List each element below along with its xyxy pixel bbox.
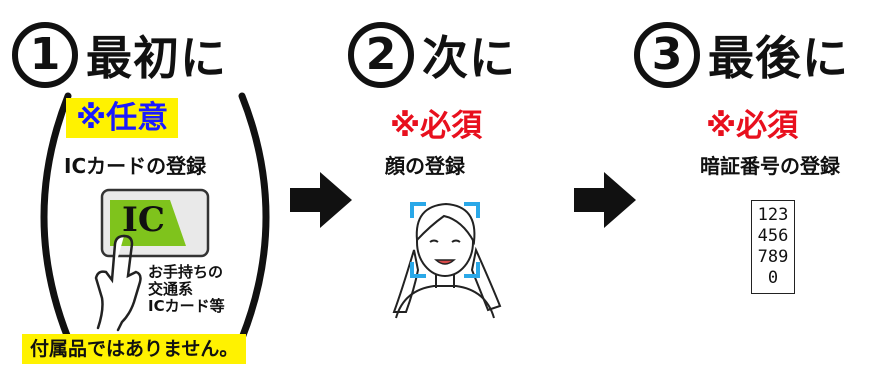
step-3-title: 最後に — [708, 31, 849, 85]
step-2-required-badge: ※必須 — [390, 108, 483, 144]
arrow-right-icon — [290, 172, 352, 228]
step-1-title: 最初に — [86, 31, 227, 85]
left-parenthesis — [40, 92, 72, 342]
hand-icon — [94, 234, 142, 332]
pin-row: 789 — [757, 247, 789, 267]
right-parenthesis — [238, 92, 270, 342]
pin-row: 456 — [757, 226, 789, 246]
step-1-number: 1 — [12, 22, 78, 88]
pin-pad: 123 456 789 0 — [751, 200, 795, 294]
ic-card-label: IC — [122, 200, 165, 240]
face-icon — [392, 202, 502, 319]
step-2-header: 2 次に — [348, 18, 516, 92]
pin-row: 0 — [767, 268, 779, 288]
step-1-header: 1 最初に — [12, 18, 227, 92]
step-1-caption: ICカードの登録 — [64, 154, 207, 178]
arrow-right-icon — [574, 172, 636, 228]
not-included-note: 付属品ではありません。 — [22, 334, 247, 364]
step-2-caption: 顔の登録 — [385, 154, 465, 178]
step-3-caption: 暗証番号の登録 — [700, 154, 840, 178]
step-3-number: 3 — [634, 22, 700, 88]
step-3-required-badge: ※必須 — [706, 108, 799, 144]
pin-row: 123 — [757, 205, 789, 225]
ic-card-icon — [100, 188, 210, 258]
ic-card-note: お手持ちの 交通系 ICカード等 — [148, 264, 225, 315]
step-2-title: 次に — [422, 31, 516, 85]
step-2-number: 2 — [348, 22, 414, 88]
ic-card-note-line-1: お手持ちの — [148, 263, 224, 281]
optional-badge: ※任意 — [66, 98, 179, 138]
ic-card-note-line-2: 交通系 — [148, 280, 194, 298]
step-3-header: 3 最後に — [634, 18, 849, 92]
ic-card-note-line-3: ICカード等 — [148, 297, 225, 315]
